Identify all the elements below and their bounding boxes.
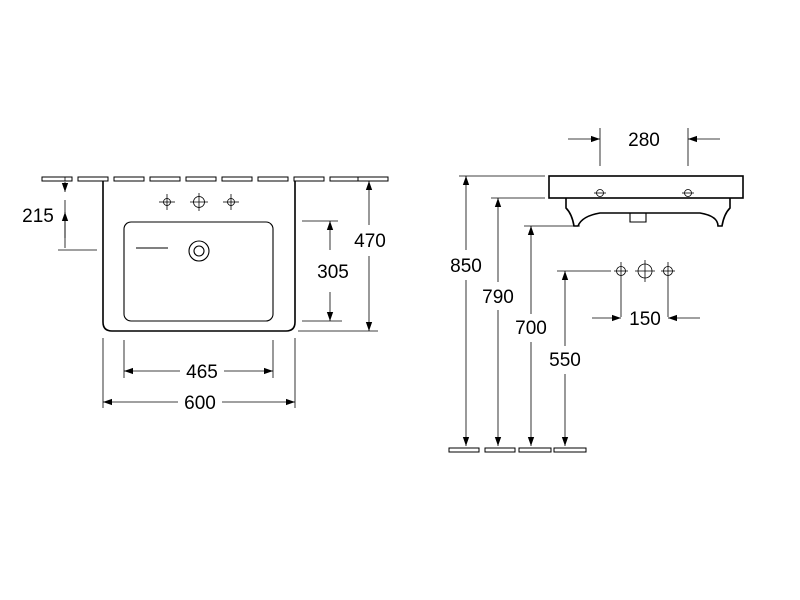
tap-hole-icon	[223, 194, 239, 210]
tap-hole-icon	[635, 260, 655, 282]
dimension-label-465: 465	[186, 362, 218, 383]
floor-line	[448, 447, 587, 453]
dimension-label-600: 600	[184, 393, 216, 414]
dimension-550: 550	[547, 270, 611, 446]
label-backing	[480, 287, 516, 308]
basin-bowl	[123, 221, 274, 322]
drain-icon	[136, 240, 210, 262]
dimension-label-215: 215	[22, 206, 54, 227]
tap-hole-icon	[661, 262, 675, 317]
basin-outline	[102, 181, 296, 332]
label-backing	[547, 350, 583, 371]
dimension-label-280: 280	[628, 130, 660, 151]
dimension-280: 280	[568, 128, 720, 166]
dimension-470: 470	[298, 181, 388, 332]
label-backing	[626, 130, 662, 151]
dimension-700: 700	[513, 225, 580, 446]
dimension-305: 305	[302, 220, 351, 322]
dimension-790: 790	[480, 197, 545, 446]
tap-hole-icon	[190, 193, 208, 211]
label-backing	[627, 309, 663, 330]
tap-hole-icon	[159, 194, 175, 210]
label-backing	[20, 206, 56, 227]
front-view: 215 305 470 465	[20, 176, 389, 414]
dimension-150: 150	[592, 309, 700, 330]
dimension-label-470: 470	[354, 231, 386, 252]
dimension-label-150: 150	[629, 309, 661, 330]
label-backing	[182, 393, 218, 414]
label-backing	[513, 318, 549, 339]
basin-profile	[548, 175, 744, 227]
label-backing	[315, 262, 351, 283]
dimension-label-305: 305	[317, 262, 349, 283]
dimension-600: 600	[102, 338, 296, 414]
label-backing	[448, 256, 484, 277]
dimension-label-850: 850	[450, 256, 482, 277]
dimension-215: 215	[20, 177, 97, 251]
wall-top-front	[41, 176, 389, 182]
dimension-label-700: 700	[515, 318, 547, 339]
dimension-850: 850	[448, 175, 545, 446]
label-backing	[352, 231, 388, 252]
label-backing	[184, 362, 220, 383]
side-view: 280 150 850	[448, 128, 744, 453]
tap-hole-icon	[614, 262, 628, 317]
dimension-label-790: 790	[482, 287, 514, 308]
dimension-label-550: 550	[549, 350, 581, 371]
dimension-465: 465	[123, 340, 274, 383]
